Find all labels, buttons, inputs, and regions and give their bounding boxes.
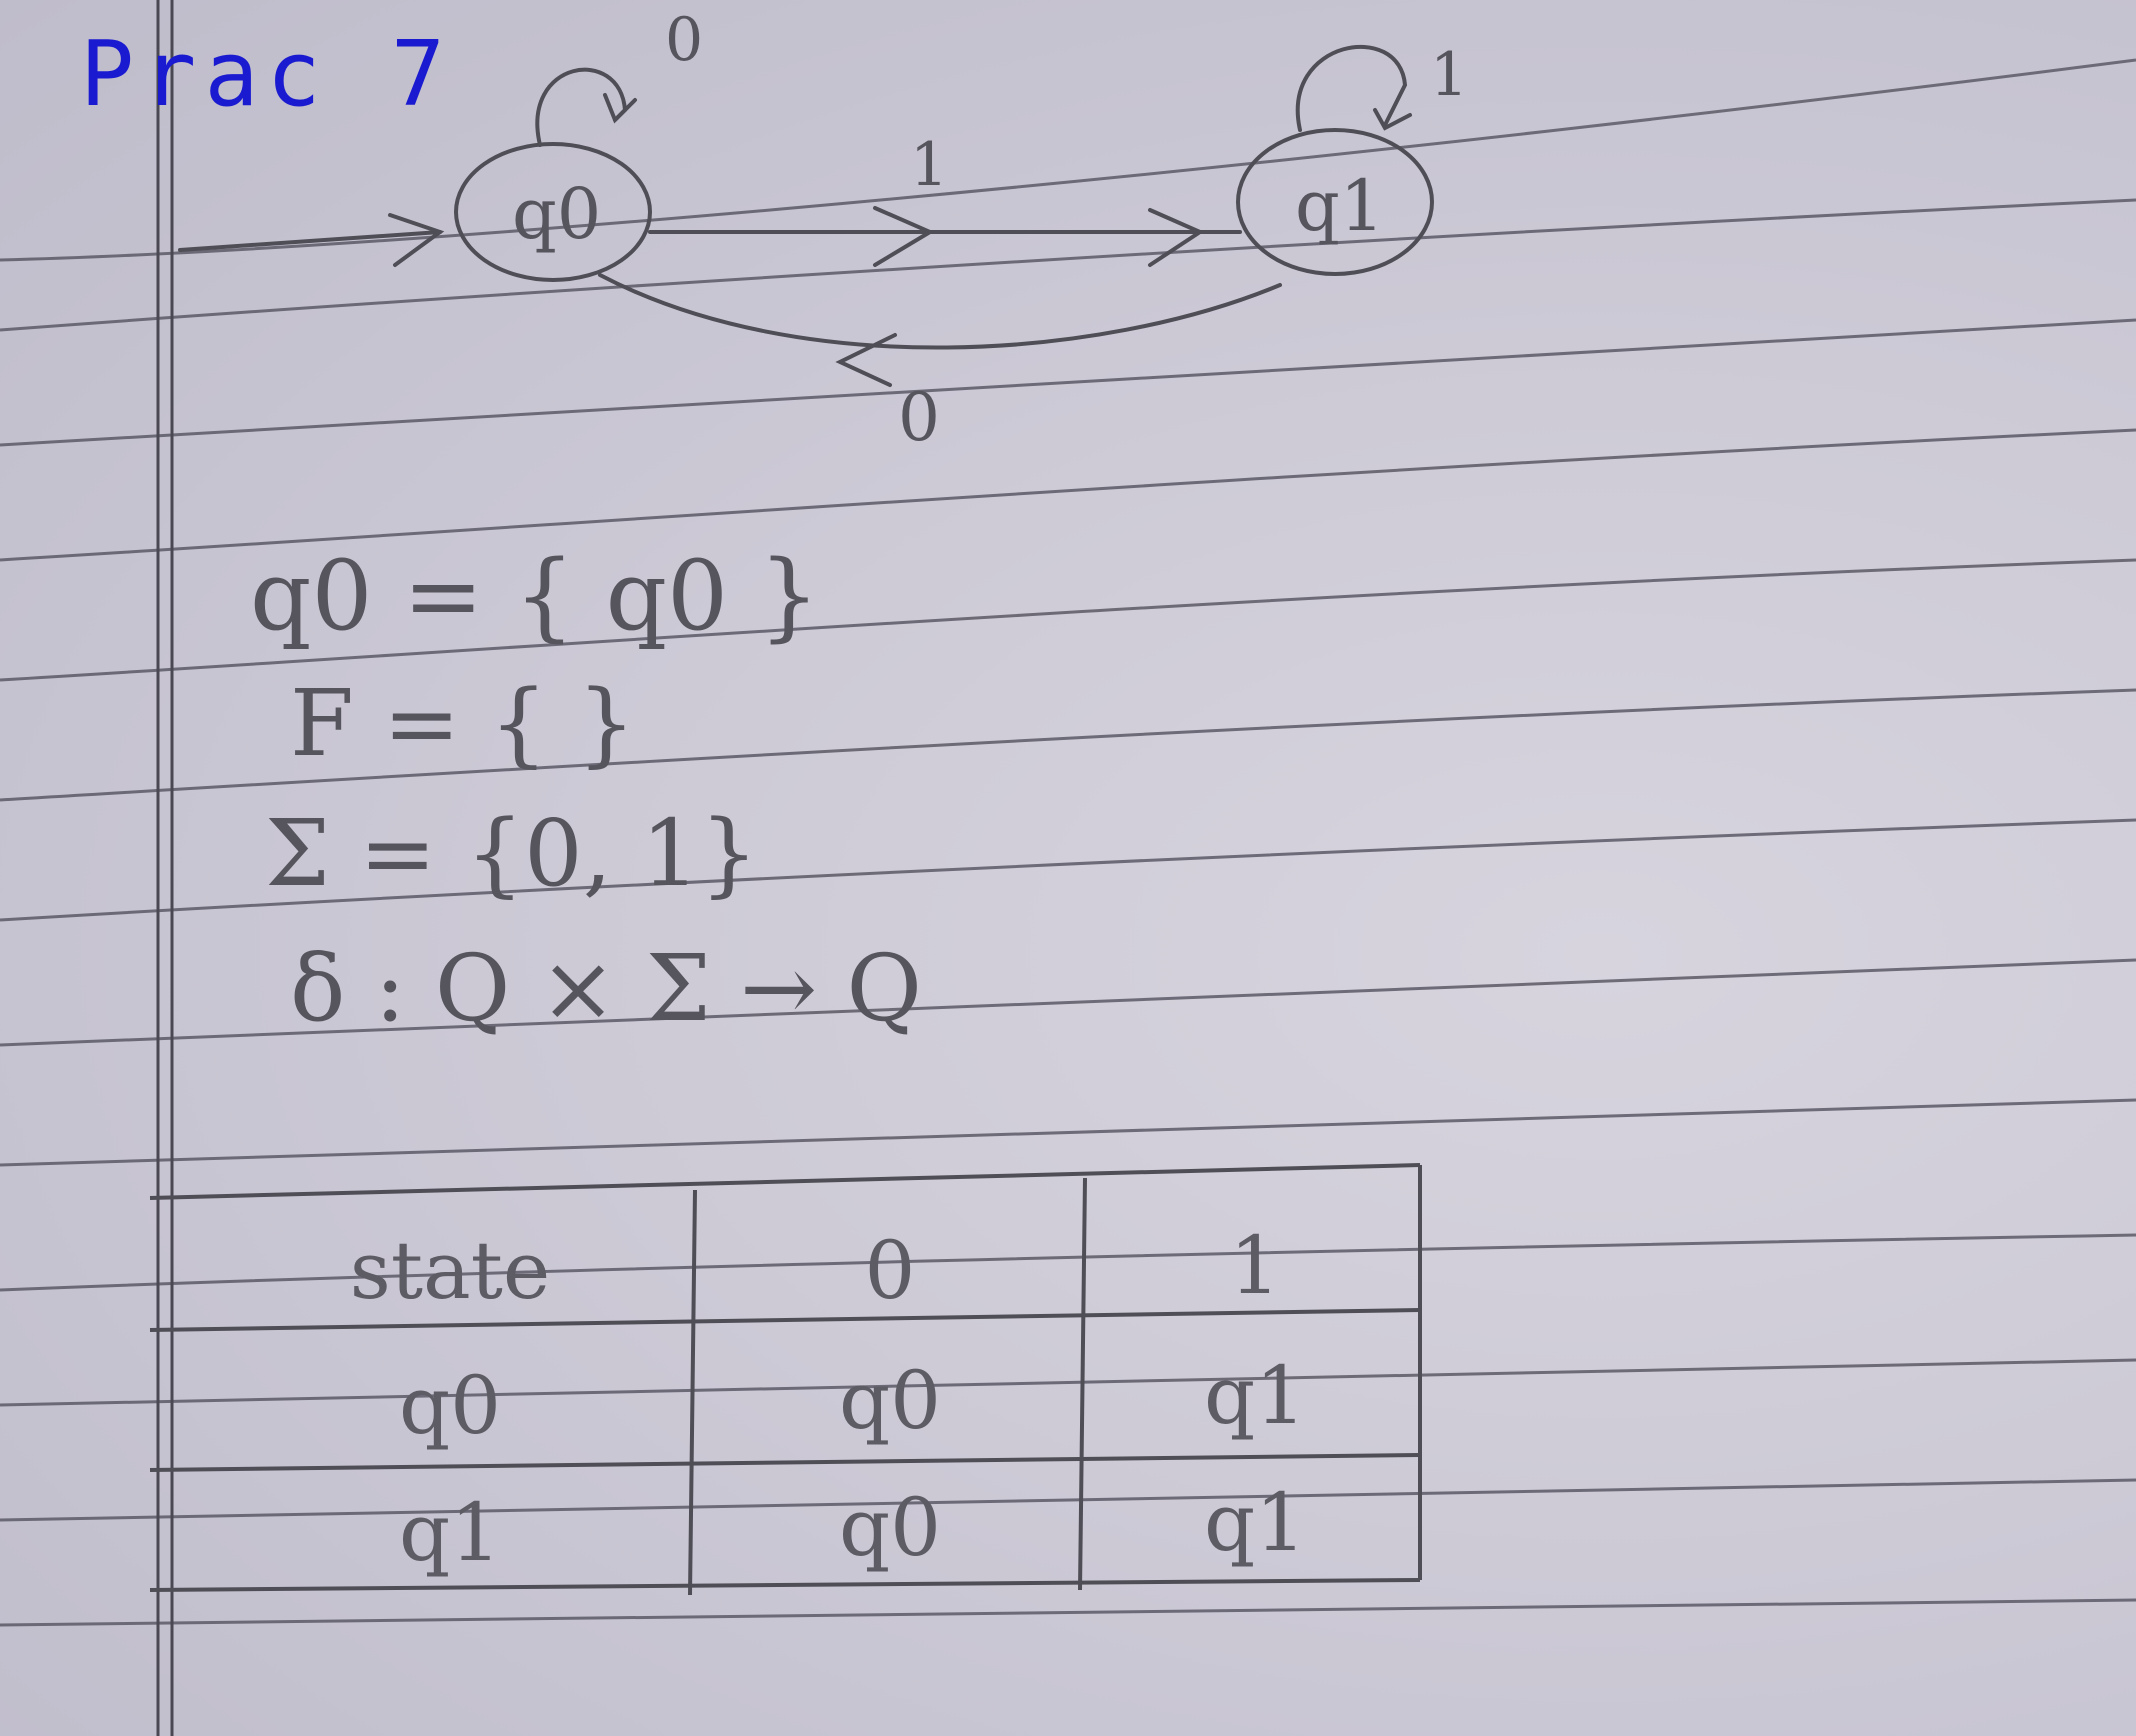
state-q1-circle — [1236, 128, 1434, 276]
loop-q0-symbol: 0 — [665, 5, 703, 75]
table-row-1-on-0: q0 — [838, 1481, 942, 1574]
table-row-0-on-0: q0 — [838, 1353, 942, 1447]
edge-q1-q0-symbol: 0 — [898, 379, 940, 456]
start-arrow — [178, 230, 442, 252]
table-header-1: 1 — [1229, 1218, 1281, 1312]
table-header-state: state — [349, 1223, 551, 1317]
state-q0-label: q0 — [512, 173, 601, 255]
table-row-0-state: q0 — [398, 1358, 502, 1452]
final-states-definition: F = { } — [290, 670, 636, 777]
start-state-definition: q0 = { q0 } — [250, 540, 820, 652]
loop-q1-symbol: 1 — [1430, 40, 1468, 110]
transition-q1-q0 — [598, 273, 1282, 350]
self-loop-q1 — [1295, 44, 1408, 132]
table-row-1-state: q1 — [398, 1486, 502, 1579]
transition-function-definition: δ : Q × Σ → Q — [290, 935, 922, 1042]
self-loop-q0 — [535, 67, 628, 147]
table-header-0: 0 — [864, 1223, 916, 1317]
state-q0-circle — [454, 142, 652, 282]
page-title: Prac 7 — [80, 22, 454, 127]
table-row-1-on-1: q1 — [1203, 1476, 1307, 1569]
table-row-0-on-1: q1 — [1203, 1348, 1307, 1442]
alphabet-definition: Σ = {0, 1} — [265, 800, 759, 907]
edge-q0-q1-symbol: 1 — [910, 130, 948, 200]
state-q1-label: q1 — [1295, 165, 1384, 247]
